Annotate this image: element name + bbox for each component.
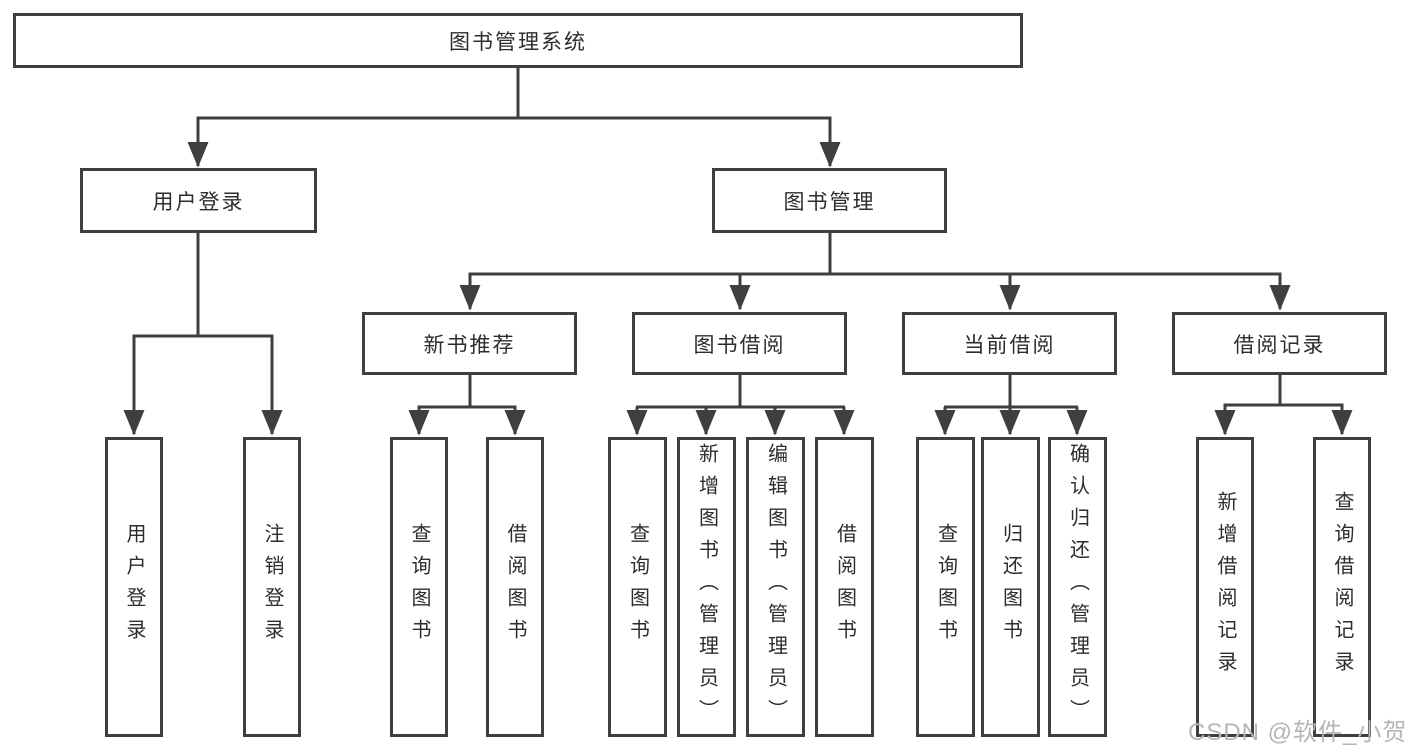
leaf-logout-login: 注销登录 — [243, 437, 301, 737]
node-library-management-system: 图书管理系统 — [13, 13, 1023, 68]
leaf-add-books-admin: 新增图书（管理员） — [677, 437, 736, 737]
leaf-label: 新增图书（管理员） — [695, 443, 718, 731]
node-label: 图书管理 — [783, 190, 876, 214]
node-label: 用户登录 — [152, 190, 245, 214]
node-current-borrow: 当前借阅 — [902, 312, 1117, 375]
leaf-label: 借阅图书 — [504, 523, 526, 651]
leaf-label: 编辑图书（管理员） — [764, 443, 787, 731]
node-label: 借阅记录 — [1233, 333, 1326, 357]
leaf-label: 确认归还（管理员） — [1066, 443, 1089, 731]
node-user-login: 用户登录 — [80, 168, 317, 233]
leaf-label: 用户登录 — [123, 523, 145, 651]
leaf-user-login: 用户登录 — [105, 437, 163, 737]
leaf-confirm-return-admin: 确认归还（管理员） — [1048, 437, 1107, 737]
leaf-label: 查询图书 — [408, 523, 430, 651]
leaf-label: 查询图书 — [626, 523, 649, 651]
node-book-management: 图书管理 — [712, 168, 947, 233]
leaf-edit-books-admin: 编辑图书（管理员） — [746, 437, 805, 737]
leaf-label: 新增借阅记录 — [1214, 491, 1236, 683]
node-label: 图书管理系统 — [449, 30, 587, 54]
node-new-book-recommend: 新书推荐 — [362, 312, 577, 375]
leaf-query-borrow-record: 查询借阅记录 — [1313, 437, 1371, 737]
csdn-watermark: CSDN @软件_小贺同学 — [1188, 719, 1405, 746]
node-label: 新书推荐 — [423, 333, 516, 357]
leaf-add-borrow-record: 新增借阅记录 — [1196, 437, 1254, 737]
leaf-borrow-books-2: 借阅图书 — [815, 437, 874, 737]
leaf-query-books-2: 查询图书 — [608, 437, 667, 737]
leaf-label: 归还图书 — [999, 523, 1022, 651]
leaf-label: 查询借阅记录 — [1331, 491, 1353, 683]
node-borrow-records: 借阅记录 — [1172, 312, 1387, 375]
leaf-return-books: 归还图书 — [981, 437, 1040, 737]
leaf-borrow-books: 借阅图书 — [486, 437, 544, 737]
leaf-label: 注销登录 — [261, 523, 283, 651]
node-label: 图书借阅 — [693, 333, 786, 357]
leaf-query-books: 查询图书 — [390, 437, 448, 737]
leaf-query-books-3: 查询图书 — [916, 437, 975, 737]
leaf-label: 借阅图书 — [833, 523, 856, 651]
node-book-borrow: 图书借阅 — [632, 312, 847, 375]
node-label: 当前借阅 — [963, 333, 1056, 357]
leaf-label: 查询图书 — [934, 523, 957, 651]
